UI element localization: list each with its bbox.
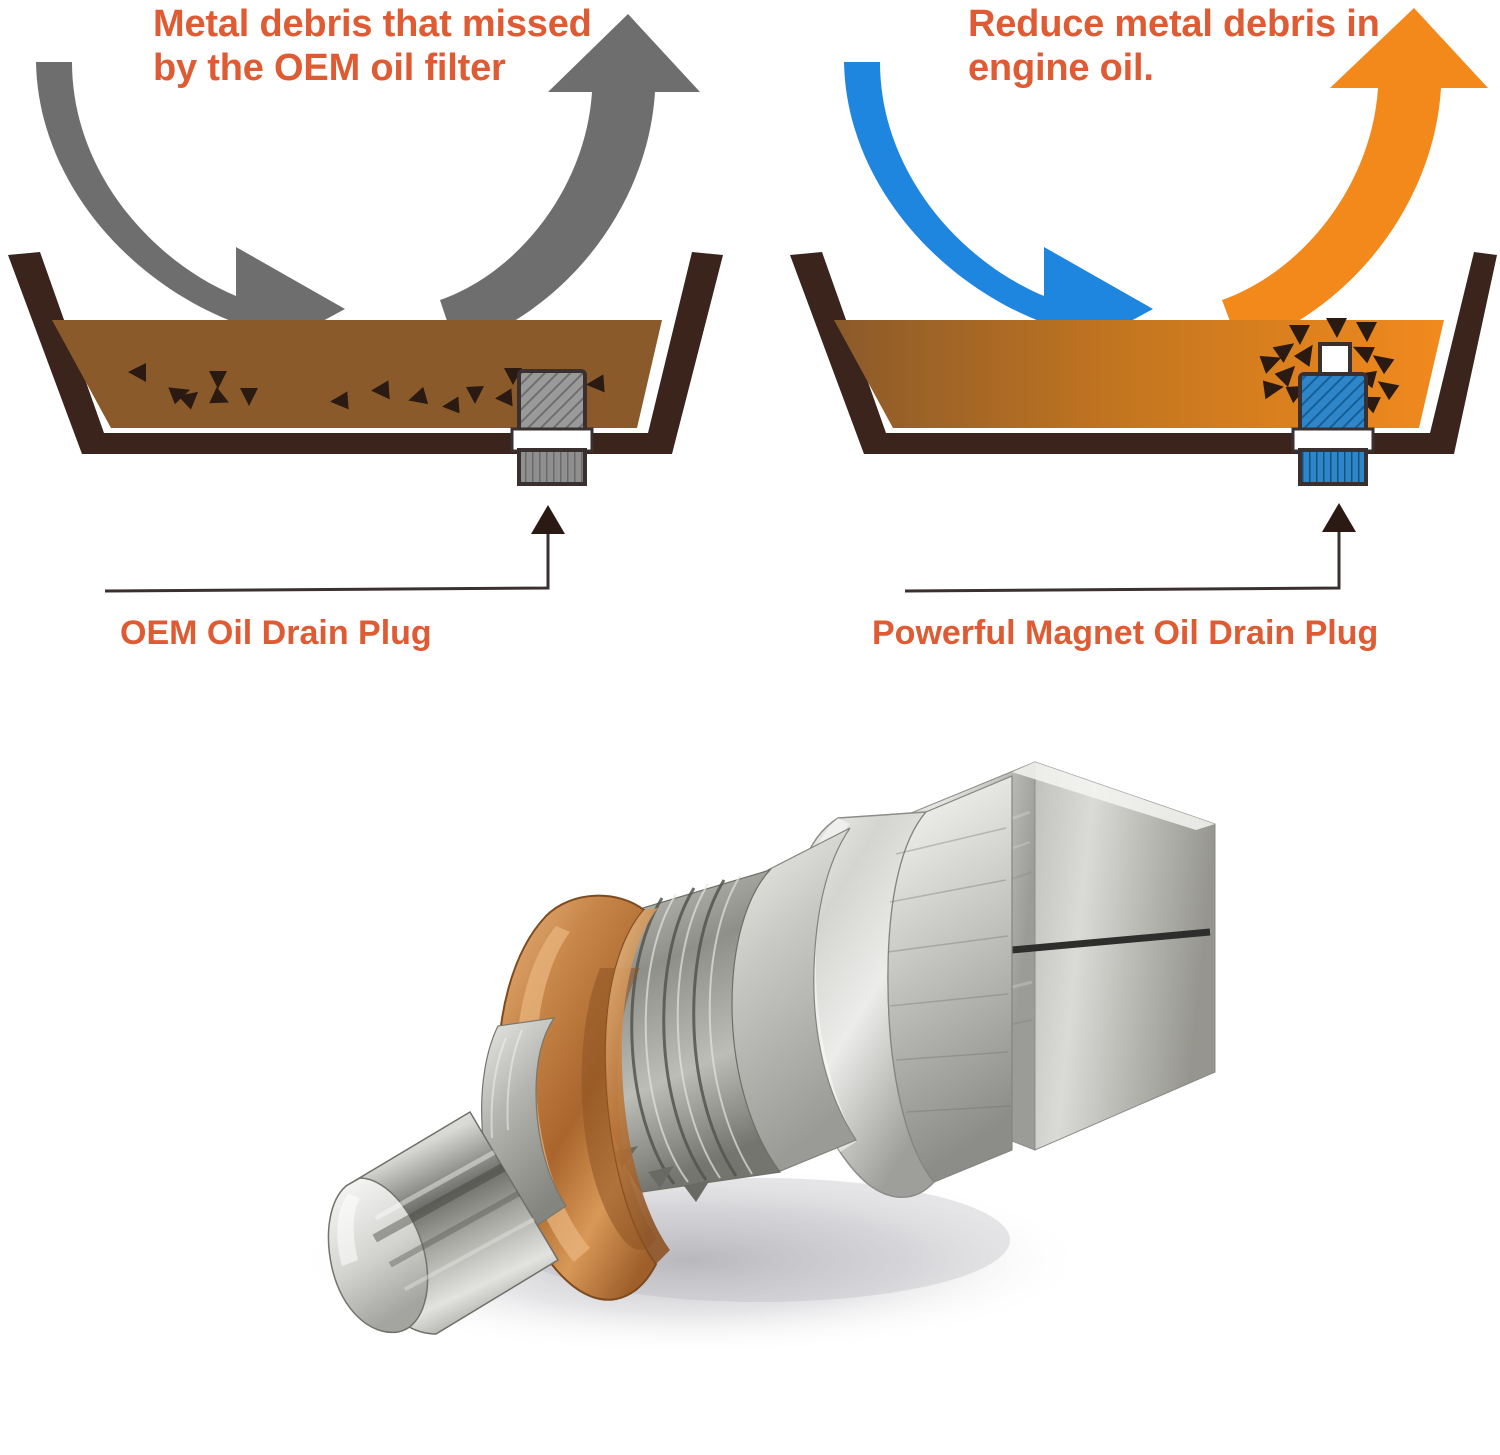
gray-inflow-arrow-icon — [36, 62, 345, 368]
magnet-oil-pan — [790, 252, 1497, 486]
orange-outflow-arrow-icon — [1222, 8, 1488, 348]
magnetic-drain-plug-photo — [290, 761, 1216, 1356]
gray-outflow-arrow-icon — [440, 14, 700, 348]
magnet-plug-body — [1298, 372, 1368, 436]
metal-debris-group — [128, 363, 605, 414]
left-panel-heading: Metal debris that missed by the OEM oil … — [153, 3, 592, 90]
oem-plug-body — [517, 369, 587, 436]
oem-plug-gasket — [510, 427, 594, 453]
product-photo-area — [0, 720, 1500, 1455]
magnet-plug-gasket — [1291, 427, 1375, 453]
captured-debris-group — [1259, 318, 1400, 414]
left-panel-caption: OEM Oil Drain Plug — [120, 614, 432, 652]
magnet-plug-head — [1298, 448, 1368, 486]
oem-plug-head — [517, 448, 587, 486]
magnet-plug-pointer — [904, 503, 1356, 593]
comparison-diagram — [8, 8, 1497, 593]
flange — [789, 775, 1013, 1198]
oem-plug-pointer — [104, 505, 565, 593]
blue-inflow-arrow-icon — [844, 62, 1153, 368]
right-panel-caption: Powerful Magnet Oil Drain Plug — [872, 614, 1379, 652]
right-panel-heading: Reduce metal debris in engine oil. — [968, 3, 1380, 90]
oem-oil-pan — [8, 252, 723, 486]
magnet-tip — [327, 1110, 560, 1335]
threaded-shank — [599, 827, 857, 1202]
